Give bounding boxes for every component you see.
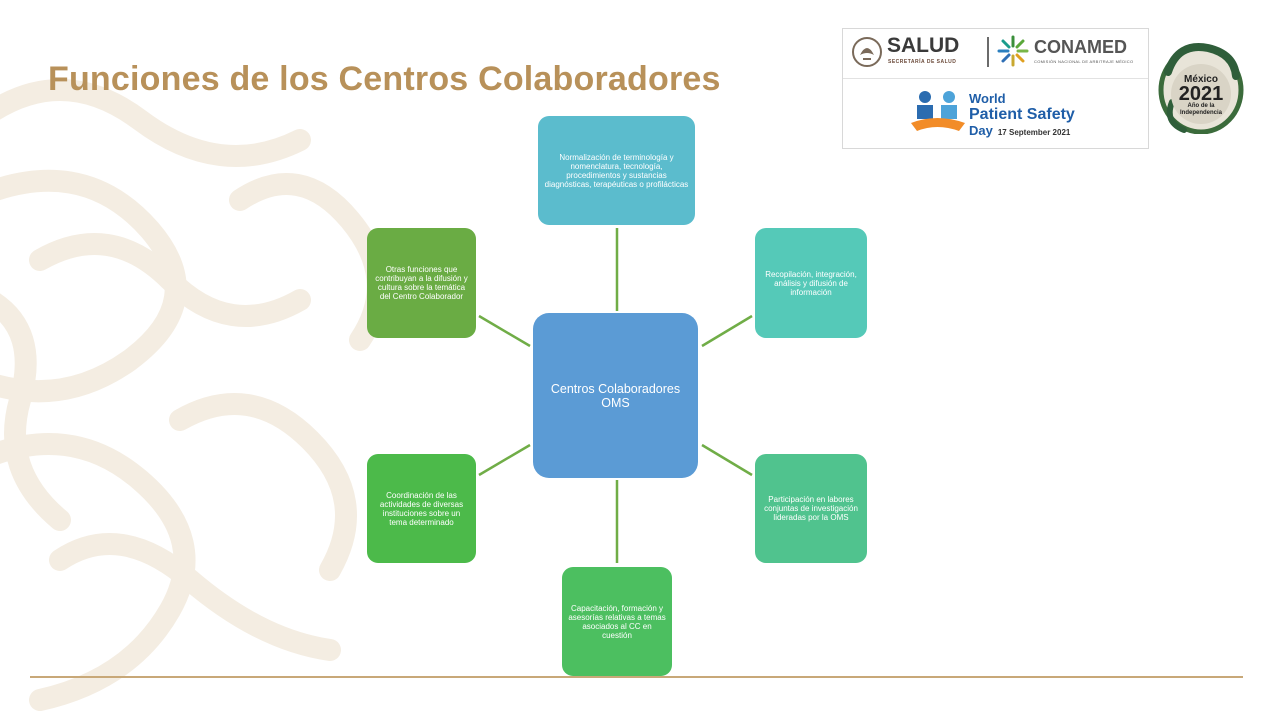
seal-independencia: Independencia [1179, 110, 1222, 116]
node-capacitacion: Capacitación, formación y asesorías rela… [562, 567, 672, 676]
node-coordinacion: Coordinación de las actividades de diver… [367, 454, 476, 563]
node-recopilacion: Recopilación, integración, análisis y di… [755, 228, 867, 338]
connector-lower-right [701, 443, 753, 477]
background-pattern [0, 79, 389, 711]
center-node: Centros Colaboradores OMS [533, 313, 698, 478]
node-otras-funciones: Otras funciones que contribuyan a la dif… [367, 228, 476, 338]
patient-safety-day-logo: World Patient Safety Day 17 September 202… [969, 91, 1075, 141]
node-participacion: Participación en labores conjuntas de in… [755, 454, 867, 563]
connector-upper-right [701, 314, 753, 348]
patient-safety-figures-icon [911, 91, 965, 131]
seal-mexico: México [1184, 74, 1218, 85]
logo-divider [987, 37, 989, 67]
conamed-logo-text: CONAMED [1034, 37, 1127, 57]
seal-ano-de-la: Año de la [1187, 103, 1215, 109]
connector-lower-left [478, 443, 531, 477]
conamed-sunburst-icon [997, 35, 1029, 67]
mexico-2021-seal-icon [1158, 43, 1244, 134]
slide-title: Funciones de los Centros Colaboradores [48, 60, 721, 98]
salud-eagle-icon [852, 37, 882, 67]
wpsd-line-patient-safety: Patient Safety [969, 106, 1075, 123]
node-normalizacion: Normalización de terminología y nomencla… [538, 116, 695, 225]
conamed-logo-subtitle: COMISIÓN NACIONAL DE ARBITRAJE MÉDICO [1034, 59, 1134, 64]
logo-panel: SALUD SECRETARÍA DE SALUD CONAMED COMISI… [842, 28, 1149, 149]
connector-upper-left [478, 314, 531, 348]
salud-logo-text: SALUD [887, 34, 960, 57]
wpsd-date: 17 September 2021 [997, 128, 1071, 137]
seal-year: 2021 [1178, 83, 1224, 105]
wpsd-line-day: Day 17 September 2021 [969, 123, 1075, 141]
footer-line [30, 676, 1243, 678]
salud-logo-subtitle: SECRETARÍA DE SALUD [888, 59, 957, 65]
logo-panel-separator [843, 78, 1148, 79]
wpsd-day-word: Day [969, 123, 993, 138]
mexico-seal-text: México 2021 Año de la Independencia [1166, 74, 1236, 117]
wpsd-line-world: World [969, 91, 1006, 106]
